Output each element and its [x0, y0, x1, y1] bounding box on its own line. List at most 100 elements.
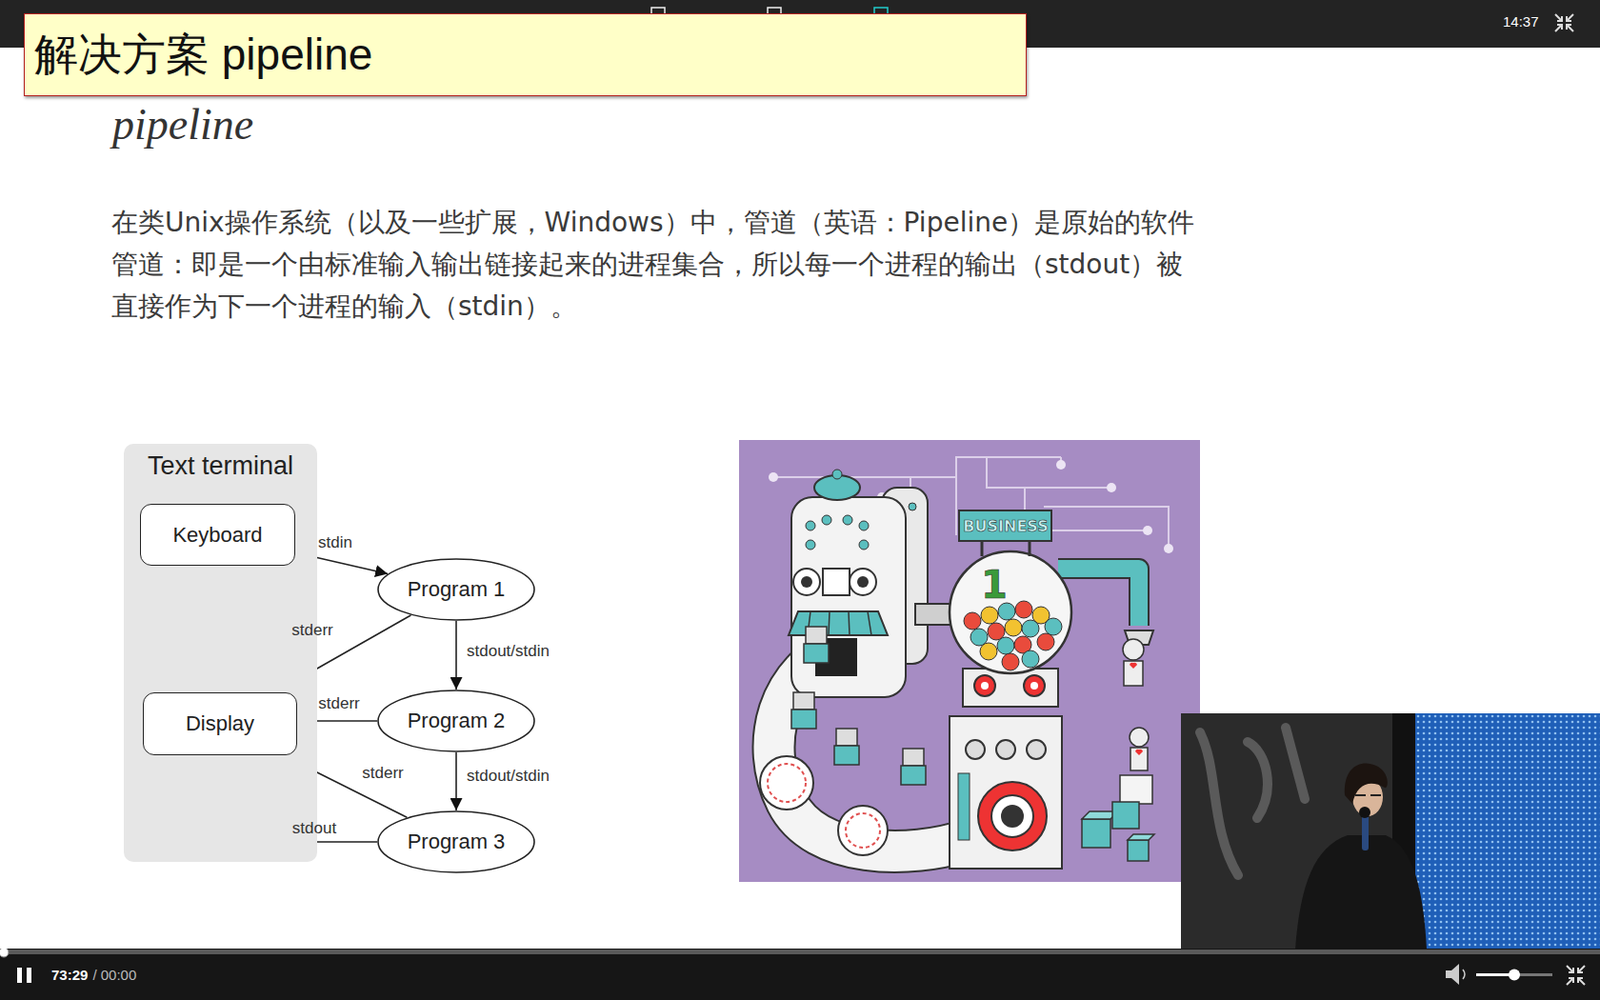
- illustration-part: [1566, 965, 1574, 973]
- illustration-part: [1555, 14, 1562, 21]
- illustration-part: [908, 502, 917, 511]
- illustration-part: [1566, 24, 1574, 32]
- illustration-part: [842, 515, 853, 525]
- illustration-part: [974, 675, 996, 697]
- illustration-part: [1015, 600, 1033, 619]
- illustration-part: [1555, 14, 1574, 32]
- illustration-part: [1445, 963, 1460, 985]
- illustration-part: [800, 576, 813, 588]
- illustration-part: [996, 740, 1016, 760]
- stream-label: stderr: [291, 620, 333, 640]
- slide-heading: pipeline: [112, 99, 254, 150]
- node-label: Program 1: [407, 577, 506, 602]
- ellipse-shape: [378, 559, 535, 620]
- illustration-part: [805, 520, 816, 531]
- illustration-part: [949, 551, 1072, 674]
- player-controls: [0, 948, 1600, 1000]
- illustration-part: [1081, 819, 1111, 848]
- illustration-part: [1135, 749, 1143, 756]
- illustration-part: [1026, 740, 1046, 760]
- illustration-part: [1001, 653, 1020, 671]
- illustration-part: [958, 773, 970, 840]
- stream-label: stdout/stdin: [466, 766, 550, 786]
- illustration-part: [1127, 834, 1155, 840]
- illustration-part: [791, 626, 1149, 785]
- illustration-part: [859, 520, 869, 531]
- stream-label: stdout/stdin: [466, 641, 550, 661]
- illustration-part: [1578, 978, 1585, 985]
- illustration-part: [857, 576, 869, 588]
- illustration-part: [768, 472, 779, 482]
- illustration-part: [845, 813, 880, 848]
- illustration-part: [1056, 460, 1066, 470]
- node-label: Program 3: [407, 829, 506, 855]
- illustration-part: [1037, 633, 1055, 651]
- illustration-part: [739, 440, 1200, 882]
- illustration-part: [980, 606, 999, 624]
- illustration-part: [963, 600, 1062, 671]
- illustration-part: [1566, 965, 1585, 985]
- illustration-part: [902, 748, 924, 766]
- program-ellipse: Program 3: [377, 810, 536, 874]
- time-row: 73:29/ 00:00: [51, 966, 137, 983]
- illustration-part: [859, 540, 869, 550]
- illustration-part: [980, 642, 998, 660]
- illustration-part: [980, 681, 989, 690]
- current-time: 73:29: [51, 966, 88, 983]
- illustration-part: [805, 626, 827, 644]
- clock-time: 14:37: [1502, 13, 1540, 30]
- illustration-part: [991, 795, 1034, 838]
- ellipse-shape: [378, 690, 535, 752]
- illustration-part: [17, 967, 22, 983]
- illustration-part: [832, 469, 842, 480]
- illustration-part: [0, 948, 9, 958]
- stream-label: stdout: [292, 819, 337, 839]
- gumball-number: 1: [980, 562, 1008, 607]
- illustration-part: [805, 540, 816, 550]
- sign-text: BUSINESS: [962, 517, 1048, 536]
- illustration-part: [791, 709, 817, 729]
- program-ellipse: Program 2: [377, 689, 536, 753]
- illustration-part: [1112, 801, 1140, 829]
- illustration-part: [1130, 747, 1148, 771]
- illustration-part: [1462, 969, 1465, 980]
- illustration-part: [1081, 775, 1155, 861]
- illustration-part: [1127, 840, 1149, 861]
- illustration-part: [26, 967, 32, 983]
- speaker-video-inset: [1180, 713, 1600, 950]
- illustration-part: [1044, 618, 1062, 636]
- illustration-part: [963, 612, 981, 630]
- illustration-part: [1122, 639, 1144, 660]
- illustration-part: [1359, 806, 1371, 819]
- stream-label: stdin: [318, 533, 353, 553]
- slide-paragraph: 在类Unix操作系统（以及一些扩展，Windows）中，管道（英语：Pipeli…: [111, 201, 1198, 328]
- illustration-part: [1123, 660, 1143, 686]
- illustration-part: [0, 949, 1600, 955]
- device-box: Display: [142, 692, 298, 756]
- band-heading: Text terminal: [147, 451, 294, 481]
- illustration-part: [805, 515, 869, 550]
- illustration-part: [1566, 978, 1574, 985]
- illustration-part: [760, 756, 814, 810]
- illustration-part: [1142, 525, 1153, 536]
- node-label: Program 2: [407, 708, 506, 734]
- illustration-part: [1000, 804, 1024, 828]
- illustration-part: [981, 540, 1030, 557]
- slide-title: 解决方案 pipeline: [34, 25, 373, 85]
- illustration-part: [793, 568, 820, 596]
- illustration-part: [1129, 727, 1149, 747]
- illustration-part: [1106, 482, 1117, 493]
- stream-label: stderr: [361, 763, 403, 783]
- illustration-part: [791, 497, 906, 698]
- illustration-part: [821, 515, 832, 525]
- illustration-part: [849, 568, 877, 596]
- illustration-part: [978, 781, 1047, 851]
- illustration-part: [997, 637, 1015, 655]
- player-control-bar: [0, 948, 1600, 1000]
- illustration-part: [767, 763, 806, 802]
- pipe-arrow: [455, 752, 458, 811]
- illustration-part: [1355, 794, 1381, 797]
- illustration-part: [1508, 969, 1520, 981]
- illustration-part: [1413, 713, 1600, 950]
